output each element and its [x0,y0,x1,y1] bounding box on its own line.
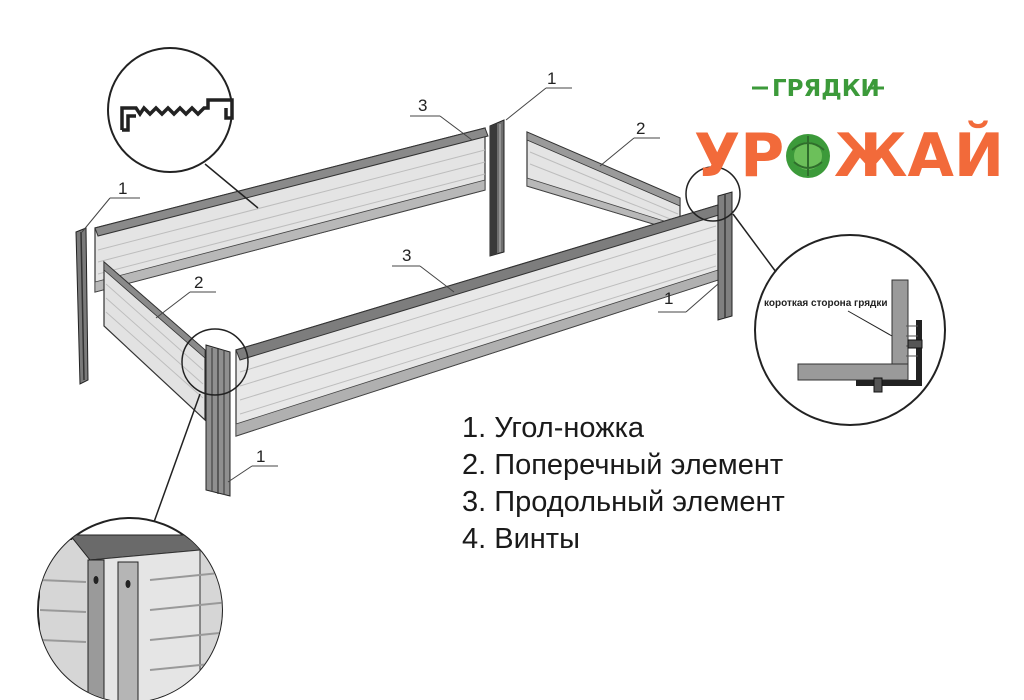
callout-corner-right: 1 [658,283,719,313]
legend-item-screws: 4. Винты [462,523,580,555]
left-corner-post [75,227,89,385]
brand-logo: ГРЯДКИ УР ЖАЙ [694,76,1004,191]
short-side-label: короткая сторона грядки [764,298,888,309]
svg-text:1: 1 [547,69,556,88]
legend-item-transverse: 2. Поперечный элемент [462,449,784,481]
logo-top-word: ГРЯДКИ [772,76,880,102]
back-transverse-panel [526,131,681,233]
legend-item-corner-leg: 1. Угол-ножка [462,412,645,444]
callout-long-back: 3 [410,96,473,141]
svg-text:1: 1 [118,179,127,198]
corner-perspective-detail [37,517,223,700]
cabbage-icon [786,134,830,178]
legend-item-longitudinal: 3. Продольный элемент [462,486,785,518]
corner-section-detail: короткая сторона грядки [754,234,946,426]
detail-marker-right-corner [685,166,741,222]
svg-text:3: 3 [402,246,411,265]
detail-marker-front-corner [181,328,249,396]
svg-text:1: 1 [664,289,673,308]
perspective-detail-leader [153,393,201,523]
svg-text:2: 2 [194,273,203,292]
front-longitudinal-panel [235,204,723,437]
logo-brand-right: ЖАЙ [834,119,1004,191]
profile-section-detail [107,47,234,173]
svg-text:1: 1 [256,447,265,466]
callout-cross-back: 2 [599,119,660,167]
corner-detail-leader [732,213,777,273]
right-corner-post [717,191,733,321]
short-side-leader [847,310,893,337]
svg-text:3: 3 [418,96,427,115]
callout-corner-back: 1 [505,69,572,121]
front-corner-post [205,344,231,497]
callout-corner-front: 1 [227,447,278,483]
parts-legend: 1. Угол-ножка 2. Поперечный элемент 3. П… [462,410,785,558]
callout-cross-left: 2 [155,273,216,319]
back-corner-post [489,119,505,257]
callout-long-front: 3 [392,246,455,293]
profile-leader-line [204,163,259,209]
svg-text:2: 2 [636,119,645,138]
back-longitudinal-panel [94,127,489,293]
logo-brand-left: УР [694,121,784,191]
front-transverse-panel [103,260,206,422]
callout-corner-left: 1 [81,179,140,233]
